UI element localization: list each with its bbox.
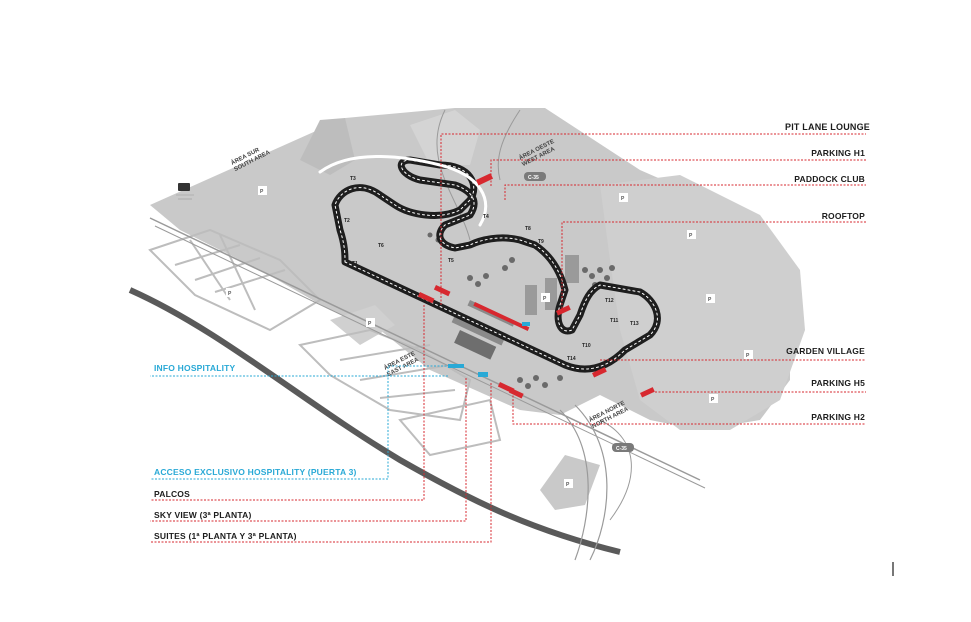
label-palcos: PALCOS bbox=[154, 489, 190, 499]
turn-labels: T1 T2 T3 T4 T5 T6 T7 T8 T9 T10 T11 T12 T… bbox=[344, 176, 639, 362]
label-suites: SUITES (1ª PLANTA Y 3ª PLANTA) bbox=[154, 531, 297, 541]
parking-p-icon: P bbox=[708, 297, 712, 303]
label-garden-village: GARDEN VILLAGE bbox=[786, 346, 865, 356]
parking-p-icon: P bbox=[228, 291, 232, 297]
parking-markers: P P P P P P P P P P bbox=[226, 186, 753, 488]
parking-p-icon: P bbox=[746, 353, 750, 359]
turn-label: T4 bbox=[483, 214, 489, 220]
turn-label: T9 bbox=[538, 239, 544, 245]
turn-label: T5 bbox=[448, 258, 454, 264]
turn-label: T13 bbox=[630, 321, 639, 327]
road-labels: C-35 C-35 bbox=[524, 172, 634, 452]
label-parking-h2: PARKING H2 bbox=[811, 412, 865, 422]
leader-lines-blue bbox=[150, 365, 450, 480]
parking-p-icon: P bbox=[260, 189, 264, 195]
turn-label: T8 bbox=[525, 226, 531, 232]
label-rooftop: ROOFTOP bbox=[821, 211, 865, 221]
turn-label: T1 bbox=[352, 261, 358, 267]
race-track bbox=[318, 155, 661, 373]
turn-label: T6 bbox=[378, 243, 384, 249]
legend-badge bbox=[176, 183, 194, 200]
label-info-hospitality: INFO HOSPITALITY bbox=[154, 363, 236, 373]
parking-p-icon: P bbox=[566, 482, 570, 488]
road-label-c35-bottom: C-35 bbox=[616, 446, 627, 452]
parking-p-icon: P bbox=[689, 233, 693, 239]
turn-label: T11 bbox=[610, 318, 619, 324]
parking-grid bbox=[148, 228, 502, 457]
label-parking-h5: PARKING H5 bbox=[811, 378, 865, 388]
turn-label: T12 bbox=[605, 298, 614, 304]
turn-label: T2 bbox=[344, 218, 350, 224]
parking-p-icon: P bbox=[368, 321, 372, 327]
parking-p-icon: P bbox=[711, 397, 715, 403]
hospitality-highlights bbox=[417, 173, 655, 399]
parking-p-icon: P bbox=[543, 296, 547, 302]
road-label-c35-top: C-35 bbox=[528, 175, 539, 181]
turn-label: T3 bbox=[350, 176, 356, 182]
turn-label: T7 bbox=[380, 195, 386, 201]
tree-clusters bbox=[427, 232, 615, 389]
turn-label: T10 bbox=[582, 343, 591, 349]
label-acceso-exclusivo-hospitality: ACCESO EXCLUSIVO HOSPITALITY (PUERTA 3) bbox=[154, 467, 357, 477]
parking-p-icon: P bbox=[621, 196, 625, 202]
label-paddock-club: PADDOCK CLUB bbox=[794, 174, 865, 184]
label-parking-h1: PARKING H1 bbox=[811, 148, 865, 158]
label-pit-lane-lounge: PIT LANE LOUNGE bbox=[785, 122, 871, 132]
label-sky-view: SKY VIEW (3ª PLANTA) bbox=[154, 510, 252, 520]
turn-label: T14 bbox=[567, 356, 576, 362]
info-markers bbox=[448, 322, 530, 377]
leader-lines bbox=[150, 133, 866, 543]
